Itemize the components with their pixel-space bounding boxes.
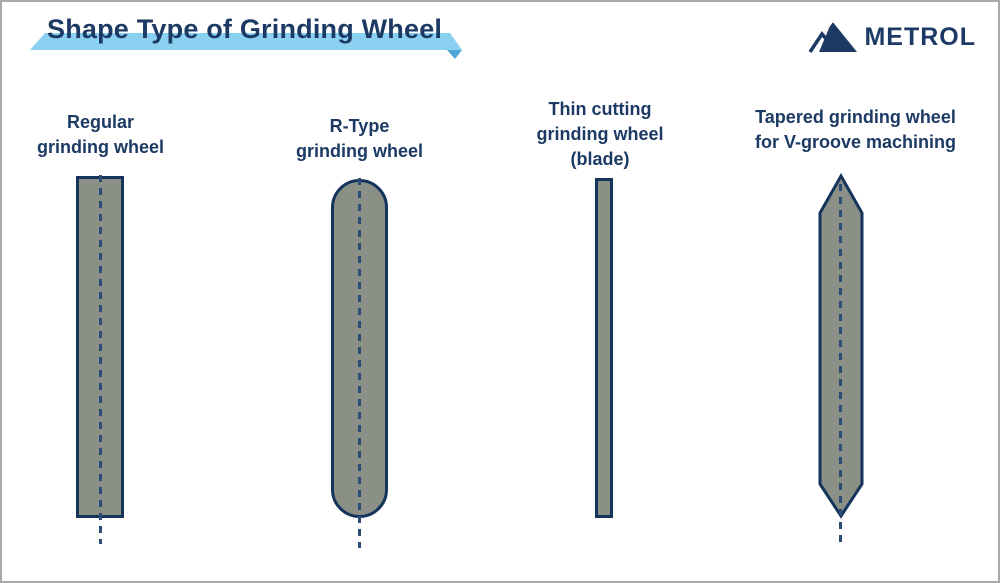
- metrol-logo: METROL: [808, 19, 976, 55]
- label-r-type-grinding-wheel: R-Type grinding wheel: [279, 106, 440, 172]
- label-line: Thin cutting: [548, 99, 652, 120]
- label-line: grinding wheel: [536, 124, 664, 145]
- title-highlight-band: [30, 33, 462, 59]
- label-line: R-Type: [329, 116, 390, 137]
- page-title: Shape Type of Grinding Wheel: [47, 14, 443, 44]
- label-line: Regular: [66, 112, 135, 133]
- metrol-logo-text: METROL: [864, 22, 976, 51]
- label-tapered-grinding-wheel: Tapered grinding wheel for V-groove mach…: [727, 90, 984, 169]
- label-line: Tapered grinding wheel: [755, 106, 956, 127]
- label-line: for V-groove machining: [754, 131, 957, 152]
- mountain-logo-icon: [808, 20, 858, 53]
- label-line: grinding wheel: [36, 137, 164, 157]
- regular-wheel-centerline: [99, 162, 102, 544]
- band-fold-triangle: [447, 50, 462, 59]
- label-line: (blade): [570, 148, 630, 169]
- label-regular-grinding-wheel: Regular grinding wheel: [24, 97, 177, 173]
- thin-cutting-wheel-shape: [595, 178, 613, 518]
- tapered-wheel-centerline: [839, 184, 842, 544]
- band-parallelogram: [30, 33, 462, 50]
- label-line: grinding wheel: [295, 141, 423, 161]
- label-thin-cutting-grinding-wheel: Thin cutting grinding wheel (blade): [511, 94, 689, 175]
- r-type-wheel-centerline: [358, 165, 361, 548]
